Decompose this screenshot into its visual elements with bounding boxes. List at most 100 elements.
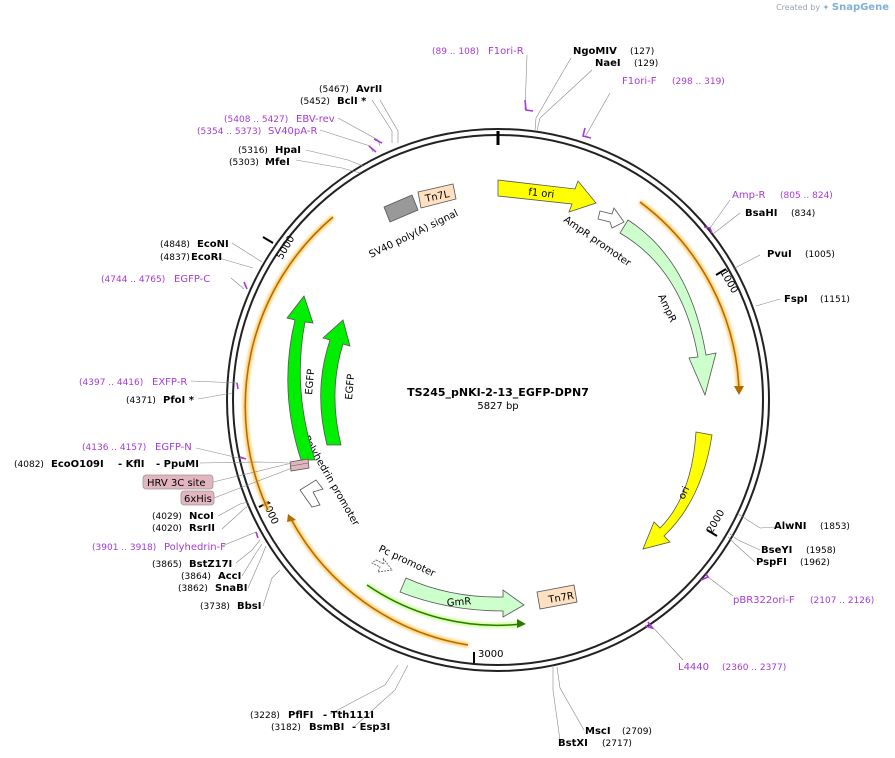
primer-markers	[236, 99, 713, 630]
enzyme-bstz17i[interactable]: BstZ17I	[189, 559, 232, 570]
enzyme-msci[interactable]: MscI	[585, 726, 611, 737]
enzyme-avrii-pos: (5467)	[319, 85, 349, 95]
primer-ebv-rev[interactable]: EBV-rev	[296, 114, 335, 125]
ampr-label: AmpR	[655, 293, 678, 325]
primer-polyhedrin-f[interactable]: Polyhedrin-F	[164, 542, 226, 553]
feature-ampr-promoter[interactable]: AmpR promoter	[561, 207, 633, 270]
feature-sv40-polya[interactable]: SV40 poly(A) signal	[367, 194, 460, 261]
snapgene-name: SnapGene	[831, 2, 889, 13]
enzyme-naei[interactable]: NaeI	[595, 58, 621, 69]
enzyme-hpai[interactable]: HpaI	[275, 145, 301, 156]
enzyme-ngomiv-pos: (127)	[630, 47, 654, 57]
enzyme-ecori[interactable]: EcoRI	[191, 252, 222, 263]
enzyme-alwni[interactable]: AlwNI	[774, 521, 807, 532]
primer-bind-arcs	[242, 199, 744, 648]
enzyme-pvui[interactable]: PvuI	[767, 249, 792, 260]
enzyme-ncoi-pos: (4029)	[152, 512, 182, 522]
enzyme-ecoo109i[interactable]: EcoO109I	[51, 459, 104, 470]
primer-f1ori-r-pos: (89 .. 108)	[432, 47, 479, 57]
backbone-inner	[232, 134, 764, 666]
enzyme-bsahi[interactable]: BsaHI	[745, 208, 777, 219]
feature-gmr[interactable]: GmR	[399, 577, 525, 618]
primer-exfp-r[interactable]: EXFP-R	[152, 377, 187, 388]
enzyme-bseyi-pos: (1958)	[806, 546, 836, 556]
primer-egfp-n-pos: (4136 .. 4157)	[82, 443, 146, 453]
primer-f1ori-f[interactable]: F1ori-F	[622, 76, 657, 87]
enzyme-pvui-pos: (1005)	[805, 250, 835, 260]
feature-ampr[interactable]: AmpR	[619, 219, 717, 397]
enzyme-pspfi-pos: (1962)	[800, 558, 830, 568]
enzyme-hpai-pos: (5316)	[238, 146, 268, 156]
feature-ori[interactable]: ori	[642, 431, 713, 550]
enzyme-pflfi[interactable]: PflFI	[288, 710, 313, 721]
enzyme-bcli[interactable]: BclI *	[337, 96, 367, 107]
egfp-outer-label: EGFP	[304, 369, 317, 396]
enzyme-msci-pos: (2709)	[622, 727, 652, 737]
primer-sv40pa-r[interactable]: SV40pA-R	[268, 126, 317, 137]
feature-egfp-inner[interactable]: EGFP	[320, 319, 358, 446]
6xhis-label: 6xHis	[184, 494, 212, 505]
plasmid-name: TS245_pNKI-2-13_EGFP-DPN7	[407, 386, 589, 399]
backbone-outer	[226, 128, 770, 672]
primer-pbr322ori-f[interactable]: pBR322ori-F	[733, 595, 795, 606]
created-by-text: Created by	[776, 3, 821, 12]
enzyme-kfli[interactable]: - KflI	[118, 459, 145, 470]
enzyme-snabi[interactable]: SnaBI	[215, 583, 247, 594]
enzyme-snabi-pos: (3862)	[178, 584, 208, 594]
6xhis-leader	[213, 467, 293, 499]
primer-exfp-r-pos: (4397 .. 4416)	[79, 378, 143, 388]
enzyme-tth111i[interactable]: - Tth111I	[323, 710, 374, 721]
enzyme-ncoi[interactable]: NcoI	[189, 511, 214, 522]
enzyme-ecoo109i-pos: (4082)	[14, 460, 44, 470]
feature-egfp-outer[interactable]: EGFP	[286, 295, 317, 461]
enzyme-acci[interactable]: AccI	[218, 571, 241, 582]
enzyme-bbsi[interactable]: BbsI	[237, 601, 261, 612]
sv40-polya-label: SV40 poly(A) signal	[367, 208, 460, 261]
primer-f1ori-r[interactable]: F1ori-R	[488, 46, 524, 57]
primer-egfp-n[interactable]: EGFP-N	[155, 442, 192, 453]
tick-2000: 2000	[705, 508, 727, 536]
enzyme-pfoi-pos: (4371)	[126, 396, 156, 406]
feature-pc-promoter[interactable]: Pc promoter	[371, 544, 438, 580]
enzyme-fspi[interactable]: FspI	[784, 294, 808, 305]
enzyme-pspfi[interactable]: PspFI	[756, 557, 787, 568]
enzyme-rsrii[interactable]: RsrII	[189, 523, 215, 534]
tick-3000: 3000	[478, 649, 503, 660]
enzyme-esp3i[interactable]: - Esp3I	[352, 722, 390, 733]
enzyme-pflfi-pos: (3228)	[250, 711, 280, 721]
snapgene-brand: Created by ✦ SnapGene	[776, 2, 889, 13]
enzyme-naei-pos: (129)	[634, 59, 658, 69]
enzyme-econi-pos: (4848)	[160, 240, 190, 250]
feature-tn7l[interactable]: Tn7L	[417, 183, 457, 209]
enzyme-pfoi[interactable]: PfoI *	[163, 395, 195, 406]
egfp-inner-label: EGFP	[344, 374, 357, 401]
primer-polyhedrin-f-pos: (3901 .. 3918)	[92, 543, 156, 553]
enzyme-bcli-pos: (5452)	[300, 97, 330, 107]
enzyme-bstz17i-pos: (3865)	[152, 560, 182, 570]
tn7l-label: Tn7L	[423, 189, 451, 205]
primer-amp-r-pos: (805 .. 824)	[780, 191, 833, 201]
primer-ebv-rev-pos: (5408 .. 5427)	[224, 115, 288, 125]
enzyme-ppumi[interactable]: - PpuMI	[156, 459, 199, 470]
enzyme-ecori-pos: (4837)	[160, 253, 190, 263]
enzyme-alwni-pos: (1853)	[820, 522, 850, 532]
primer-l4440[interactable]: L4440	[678, 662, 709, 673]
enzyme-bseyi[interactable]: BseYI	[761, 545, 792, 556]
enzyme-bstxi[interactable]: BstXI	[558, 738, 588, 749]
feature-tn7r[interactable]: Tn7R	[536, 584, 578, 610]
enzyme-bsmbi-pos: (3182)	[271, 723, 301, 733]
enzyme-ngomiv[interactable]: NgoMIV	[573, 46, 617, 57]
primer-egfp-c[interactable]: EGFP-C	[174, 274, 210, 285]
hrv-leader	[212, 462, 293, 483]
enzyme-mfei[interactable]: MfeI	[265, 157, 290, 168]
enzyme-rsrii-pos: (4020)	[152, 524, 182, 534]
enzyme-bbsi-pos: (3738)	[200, 602, 230, 612]
primer-pbr322ori-f-pos: (2107 .. 2126)	[810, 596, 874, 606]
enzyme-avrii[interactable]: AvrII	[356, 84, 382, 95]
feature-f1-ori[interactable]: f1 ori	[497, 179, 597, 213]
enzyme-econi[interactable]: EcoNI	[197, 239, 229, 250]
primer-amp-r[interactable]: Amp-R	[732, 190, 766, 201]
enzyme-bsmbi[interactable]: BsmBI	[309, 722, 344, 733]
ori-label: ori	[677, 485, 692, 501]
